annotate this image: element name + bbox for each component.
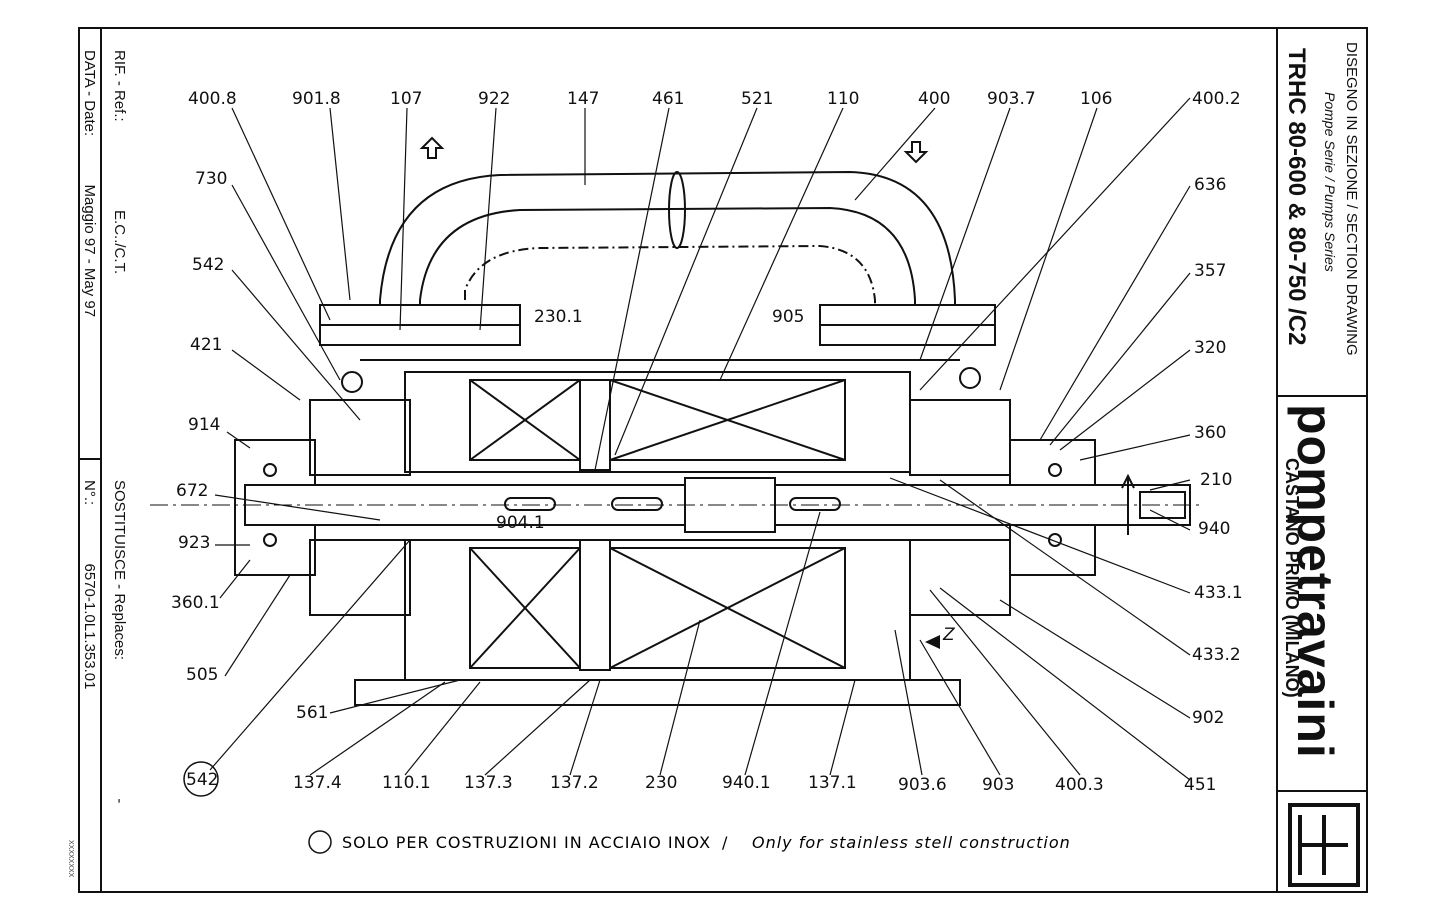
leader-lines: [209, 97, 1191, 781]
right-part-labels: 636 357 320 360 210 940 433.1 433.2 902 …: [1184, 175, 1243, 795]
title-block-split: [1276, 395, 1368, 397]
part-label: 561: [296, 703, 328, 723]
part-label: 320: [1194, 338, 1226, 358]
title-block-divider: [1276, 27, 1278, 893]
part-label: 433.1: [1194, 583, 1243, 603]
footnote-italian: SOLO PER COSTRUZIONI IN ACCIAIO INOX: [342, 833, 711, 852]
view-z-arrow-icon: [925, 635, 940, 649]
part-label: 922: [478, 89, 510, 109]
title-block-split-2: [1276, 790, 1368, 792]
top-part-labels: 400.8 901.8 107 922 147 461 521 110 400 …: [188, 89, 1241, 109]
part-label: 360: [1194, 423, 1226, 443]
part-label: 901.8: [292, 89, 341, 109]
left-block-divider: [100, 27, 102, 893]
part-label: 905: [772, 307, 804, 327]
part-label: 400.3: [1055, 775, 1104, 795]
part-label: 433.2: [1192, 645, 1241, 665]
footnote-english: Only for stainless stell construction: [752, 833, 1071, 852]
pump-casing-upper: [309, 371, 1011, 476]
part-label: 461: [652, 89, 684, 109]
flow-in-arrow-icon: [419, 136, 445, 159]
left-block-split: [78, 458, 102, 460]
part-label: Z: [942, 625, 955, 645]
part-label: 360.1: [171, 593, 220, 613]
part-label: 110.1: [382, 773, 431, 793]
part-label: 542: [186, 770, 218, 790]
part-label: 137.3: [464, 773, 513, 793]
travaini-logo-mark: [1288, 803, 1360, 887]
part-label: 940.1: [722, 773, 771, 793]
part-label: 110: [827, 89, 859, 109]
flow-arrows: [419, 136, 929, 164]
part-label: 914: [188, 415, 220, 435]
part-label: 230.1: [534, 307, 583, 327]
footnote-circle-icon: [308, 830, 332, 854]
part-label: 902: [1192, 708, 1224, 728]
part-label: 137.1: [808, 773, 857, 793]
part-label: 357: [1194, 261, 1226, 281]
flow-out-arrow-icon: [903, 141, 929, 164]
part-label: 505: [186, 665, 218, 685]
part-label: 542: [192, 255, 224, 275]
part-label: 451: [1184, 775, 1216, 795]
part-label: 230: [645, 773, 677, 793]
footnote-separator: /: [722, 833, 728, 852]
part-label: 400.2: [1192, 89, 1241, 109]
stainless-marker-circle: [183, 761, 219, 797]
part-label: 210: [1200, 470, 1232, 490]
flanges: [319, 304, 996, 346]
part-label: 903.6: [898, 775, 947, 795]
part-label: 903: [982, 775, 1014, 795]
inner-part-labels: 230.1 905 904.1 Z: [496, 307, 955, 645]
part-label: 672: [176, 481, 208, 501]
part-label: 923: [178, 533, 210, 553]
pump-shaft: [150, 477, 1200, 533]
part-label: 137.4: [293, 773, 342, 793]
part-label: 106: [1080, 89, 1112, 109]
part-label: 421: [190, 335, 222, 355]
left-part-labels: 730 542 421 914 672 923 360.1 505 561 54…: [171, 169, 328, 797]
rotation-arrow-icon: [1121, 473, 1135, 535]
part-label: 521: [741, 89, 773, 109]
part-label: 400: [918, 89, 950, 109]
part-label: 940: [1198, 519, 1230, 539]
footnote: SOLO PER COSTRUZIONI IN ACCIAIO INOX / O…: [308, 830, 1071, 854]
part-label: 107: [390, 89, 422, 109]
part-label: 730: [195, 169, 227, 189]
part-label: 636: [1194, 175, 1226, 195]
part-label: 147: [567, 89, 599, 109]
discharge-pipe: [379, 170, 956, 320]
drawing-sheet: [78, 27, 1368, 893]
part-label: 904.1: [496, 513, 545, 533]
pump-casing-lower: [309, 539, 1011, 706]
bottom-part-labels: 137.4 110.1 137.3 137.2 230 940.1 137.1 …: [293, 773, 1104, 795]
part-label: 137.2: [550, 773, 599, 793]
part-label: 400.8: [188, 89, 237, 109]
part-label: 903.7: [987, 89, 1036, 109]
